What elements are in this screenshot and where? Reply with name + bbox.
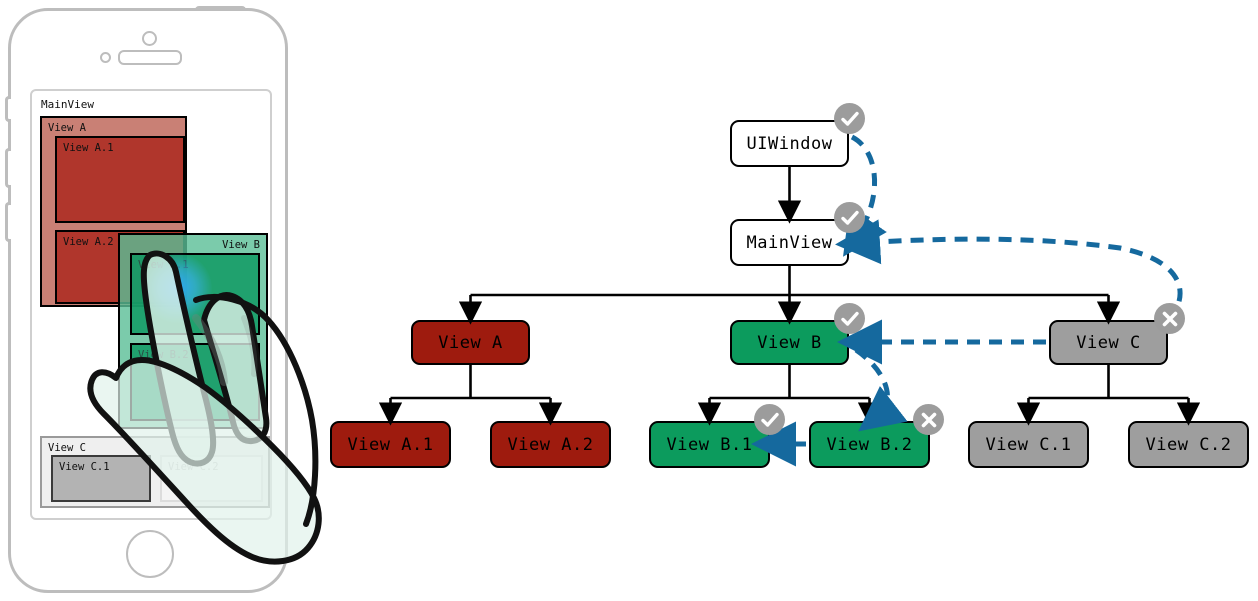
node-mainview-label: MainView: [746, 232, 833, 253]
node-view-c[interactable]: View C: [1049, 320, 1168, 365]
phone-view-a1[interactable]: View A.1: [55, 136, 185, 223]
screen-title: MainView: [41, 98, 94, 111]
phone-view-a-label: View A: [48, 122, 86, 134]
hittest-viewb-to-viewb2: [854, 347, 908, 432]
phone-earpiece-speaker: [118, 50, 182, 65]
phone-view-c1-label: View C.1: [59, 461, 110, 473]
node-view-a2[interactable]: View A.2: [490, 421, 611, 468]
node-mainview[interactable]: MainView: [730, 219, 849, 266]
phone-view-b-label: View B: [222, 239, 260, 251]
node-view-b1[interactable]: View B.1: [649, 421, 770, 468]
phone-view-a1-label: View A.1: [63, 142, 114, 154]
phone-volume-up-button[interactable]: [5, 148, 11, 188]
hittest-mainview-to-viewc: [835, 219, 1183, 322]
badge-mainview-check-icon: [834, 202, 865, 233]
phone-view-a2-label: View A.2: [63, 236, 114, 248]
node-view-b-label: View B: [757, 332, 822, 353]
badge-uiwindow-check-icon: [834, 103, 865, 134]
node-view-c1-label: View C.1: [985, 434, 1072, 455]
phone-volume-down-button[interactable]: [5, 202, 11, 242]
node-view-c2-label: View C.2: [1145, 434, 1232, 455]
badge-view-c-cross-icon: [1154, 303, 1185, 334]
node-uiwindow[interactable]: UIWindow: [730, 120, 849, 167]
badge-view-b1-check-icon: [754, 404, 785, 435]
node-view-a2-label: View A.2: [507, 434, 594, 455]
phone-view-c-label: View C: [48, 442, 86, 454]
phone-mockup: MainView View A View A.1 View A.2 View B…: [0, 0, 330, 601]
node-view-a-label: View A: [438, 332, 503, 353]
node-view-c-label: View C: [1076, 332, 1141, 353]
node-view-b1-label: View B.1: [666, 434, 753, 455]
phone-sensor-icon: [100, 52, 111, 63]
node-view-b2-label: View B.2: [826, 434, 913, 455]
node-uiwindow-label: UIWindow: [746, 133, 833, 154]
phone-view-a[interactable]: View A View A.1 View A.2: [40, 116, 187, 307]
phone-front-camera-icon: [142, 31, 157, 46]
badge-view-b2-cross-icon: [913, 404, 944, 435]
phone-mute-switch[interactable]: [5, 96, 11, 122]
node-view-b[interactable]: View B: [730, 320, 849, 365]
node-view-a1-label: View A.1: [347, 434, 434, 455]
badge-view-b-check-icon: [834, 303, 865, 334]
